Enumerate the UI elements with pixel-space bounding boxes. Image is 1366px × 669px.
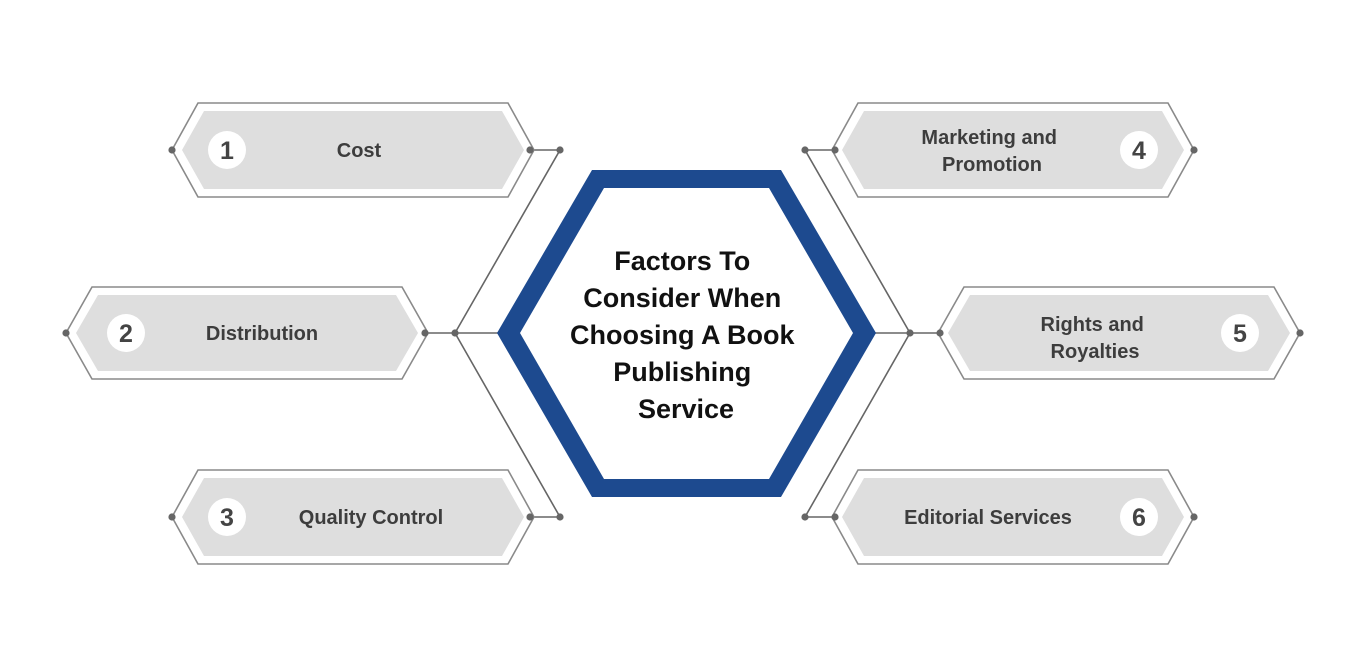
number-badge-6 (1120, 498, 1158, 536)
number-badge-4 (1120, 131, 1158, 169)
factor-label-5-line-2: Royalties (1051, 341, 1140, 363)
factor-pill-3 (171, 469, 535, 565)
factor-label-4-line-1: Marketing and (921, 127, 1057, 149)
title-line-3: Choosing A Book (570, 320, 795, 350)
central-title: Factors To Consider When Choosing A Book… (570, 246, 802, 424)
factor-label-2: Distribution (206, 323, 318, 345)
factor-pill-5 (937, 286, 1301, 380)
connector-dots (62, 146, 1304, 521)
factor-label-3: Quality Control (299, 507, 443, 529)
factor-number-5: 5 (1233, 320, 1247, 348)
factor-number-1: 1 (220, 137, 234, 165)
factor-number-4: 4 (1132, 137, 1146, 165)
title-line-1: Factors To (614, 246, 750, 276)
factor-label-4-line-2: Promotion (942, 154, 1042, 176)
factor-label-6: Editorial Services (904, 507, 1072, 529)
factor-number-2: 2 (119, 320, 133, 348)
number-badge-5 (1221, 314, 1259, 352)
factor-number-6: 6 (1132, 504, 1146, 532)
factor-pill-4 (831, 102, 1195, 198)
factor-label-5: Rights and Royalties (1041, 314, 1150, 363)
factor-label-5-line-1: Rights and (1041, 314, 1144, 336)
factor-label-1: Cost (337, 140, 382, 162)
central-hexagon (497, 170, 876, 497)
title-line-2: Consider When (583, 283, 781, 313)
number-badge-2 (107, 314, 145, 352)
number-badge-3 (208, 498, 246, 536)
number-badge-1 (208, 131, 246, 169)
factor-pill-1 (171, 102, 535, 198)
title-line-5: Service (638, 394, 734, 424)
factor-pill-6 (831, 469, 1195, 565)
title-line-4: Publishing (613, 357, 751, 387)
factor-number-3: 3 (220, 504, 234, 532)
factor-label-4: Marketing and Promotion (921, 127, 1062, 176)
factor-pill-2 (65, 286, 429, 380)
